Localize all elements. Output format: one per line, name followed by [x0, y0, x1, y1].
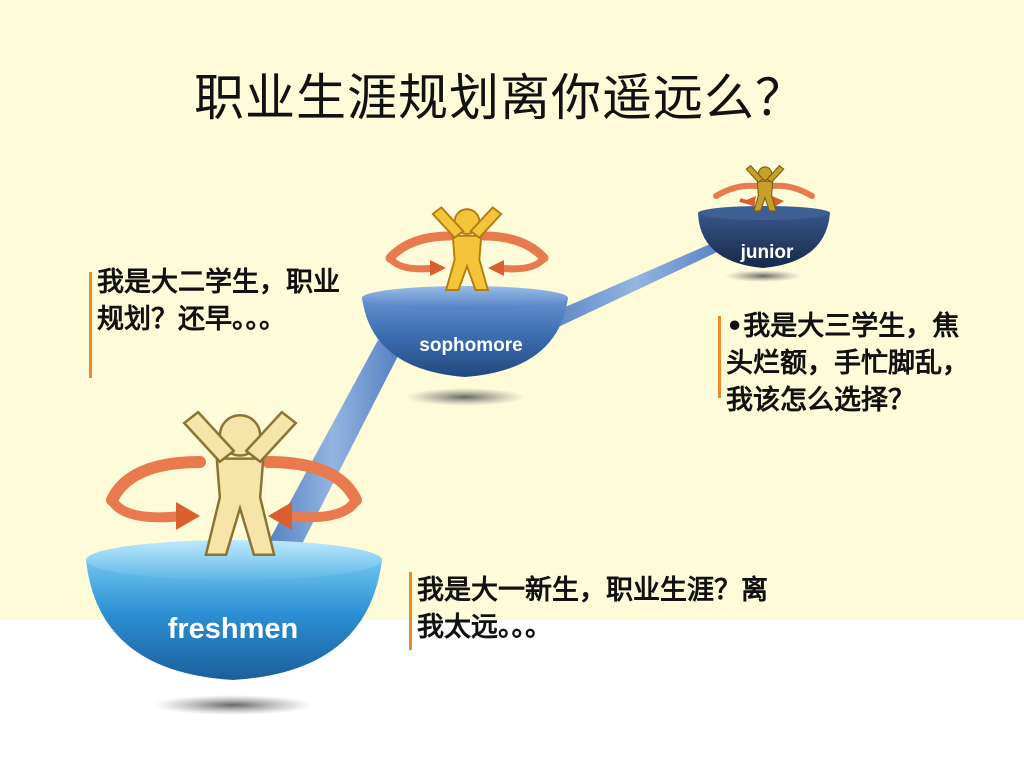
- junior-platform: [698, 182, 830, 268]
- junior-label: junior: [740, 242, 794, 263]
- freshmen-label: freshmen: [168, 613, 299, 645]
- callout-accent-bar: [409, 572, 412, 650]
- callout-accent-bar: [718, 316, 721, 398]
- ramp-sophomore-to-junior: [540, 238, 730, 330]
- sophomore-callout-text: 我是大二学生，职业规划？还早。。。: [97, 267, 340, 335]
- sophomore-figure: [431, 206, 503, 291]
- freshman-callout-text: 我是大一新生，职业生涯？离我太远。。。: [417, 575, 768, 643]
- ramp-freshmen-to-sophomore: [265, 340, 400, 548]
- freshman-callout: 我是大一新生，职业生涯？离我太远。。。: [409, 572, 777, 650]
- sophomore-platform: [362, 231, 568, 377]
- slide-title: 职业生涯规划离你遥远么？: [194, 69, 806, 127]
- sophomore-label: sophomore: [419, 335, 522, 356]
- callout-accent-bar: [89, 272, 92, 378]
- junior-callout: •我是大三学生，焦头烂额，手忙脚乱，我该怎么选择？: [718, 308, 976, 419]
- freshmen-shadow: [153, 695, 313, 715]
- sophomore-callout: 我是大二学生，职业规划？还早。。。: [89, 264, 347, 378]
- junior-callout-text: •我是大三学生，焦头烂额，手忙脚乱，我该怎么选择？: [726, 311, 969, 416]
- freshmen-platform: [86, 456, 382, 680]
- sophomore-shadow: [405, 388, 525, 406]
- junior-shadow: [725, 270, 801, 282]
- freshmen-figure: [182, 410, 298, 556]
- junior-figure: [745, 165, 785, 212]
